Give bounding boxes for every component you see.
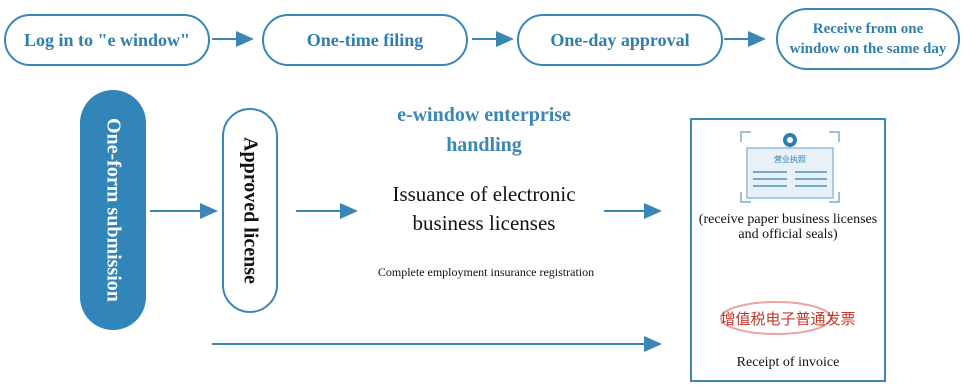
step-approval-label: One-day approval [550,29,690,50]
issuance-text: Issuance of electronic business licenses [392,182,576,235]
step-approval: One-day approval [517,14,723,66]
invoice-stamp-ellipse [720,301,832,335]
approved-license-pill: Approved license [222,108,278,313]
step-receive: Receive from one window on the same day [776,8,960,70]
step-login: Log in to "e window" [4,14,210,66]
step-receive-label: Receive from one window on the same day [789,21,947,57]
one-form-submission-pill: One-form submission [80,90,146,330]
approved-license-label: Approved license [239,137,262,284]
license-card-title: 营业执照 [774,154,806,164]
employment-text: Complete employment insurance registrati… [377,265,595,279]
step-login-label: Log in to "e window" [23,29,190,50]
paper-license-note: (receive paper business licenses and off… [698,212,878,242]
invoice-stamp-text: 增值税电子普通发票 [720,310,856,328]
receive-panel: 营业执照 (receive paper business licenses an… [690,118,886,382]
one-form-submission-label: One-form submission [102,118,125,302]
invoice-caption: Receipt of invoice [736,355,840,370]
step-filing-label: One-time filing [306,29,424,50]
step-filing: One-time filing [262,14,468,66]
enterprise-heading: e-window enterprise handling [397,104,571,156]
business-license-icon: 营业执照 [740,131,840,203]
